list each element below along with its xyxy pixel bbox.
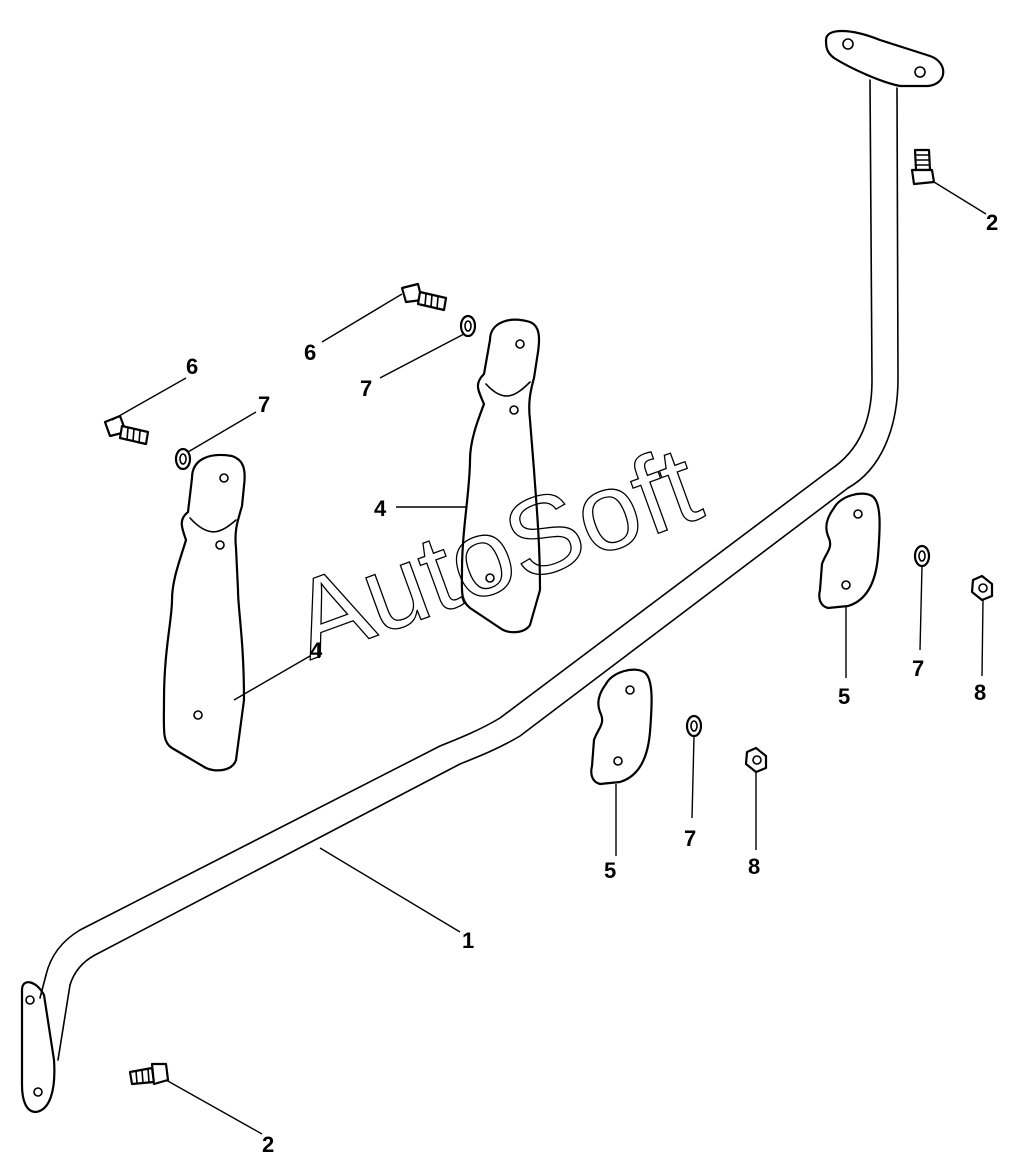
callout-7-middle: 7: [684, 826, 696, 851]
part-1-rod: [20, 30, 945, 1114]
callout-8-right: 8: [974, 680, 986, 705]
part-7-washer-center: [459, 314, 477, 338]
part-4-strap-center: [460, 318, 542, 634]
callout-7-center: 7: [360, 376, 372, 401]
callout-8-middle: 8: [748, 854, 760, 879]
part-5-clip-middle: [590, 668, 653, 786]
part-7-washer-right: [913, 544, 931, 568]
part-4-strap-left: [162, 453, 246, 772]
part-6-bolt-left: [103, 414, 150, 446]
callout-5-middle: 5: [604, 858, 616, 883]
part-6-bolt-center: [400, 282, 448, 312]
callout-4-center: 4: [374, 496, 387, 521]
callout-6-left: 6: [186, 354, 198, 379]
callout-7-left: 7: [258, 392, 270, 417]
part-8-nut-right: [970, 574, 994, 602]
callout-7-right: 7: [912, 656, 924, 681]
part-7-washer-middle: [685, 714, 703, 738]
callout-5-right: 5: [838, 684, 850, 709]
callout-2-top: 2: [986, 210, 998, 235]
part-5-clip-right: [818, 492, 881, 610]
part-2-bolt-top: [910, 148, 936, 186]
callout-6-center: 6: [304, 340, 316, 365]
part-2-bolt-bottom: [128, 1062, 170, 1086]
callout-2-bottom: 2: [262, 1132, 274, 1157]
leader-lines: [111, 181, 987, 1135]
callout-4-left: 4: [310, 638, 323, 663]
part-7-washer-left: [174, 447, 192, 471]
callout-1: 1: [462, 928, 474, 953]
callout-labels: 1 2 2 4 4 5 5 6 6 7 7 7 7 8 8: [186, 210, 998, 1157]
part-8-nut-middle: [744, 746, 768, 774]
